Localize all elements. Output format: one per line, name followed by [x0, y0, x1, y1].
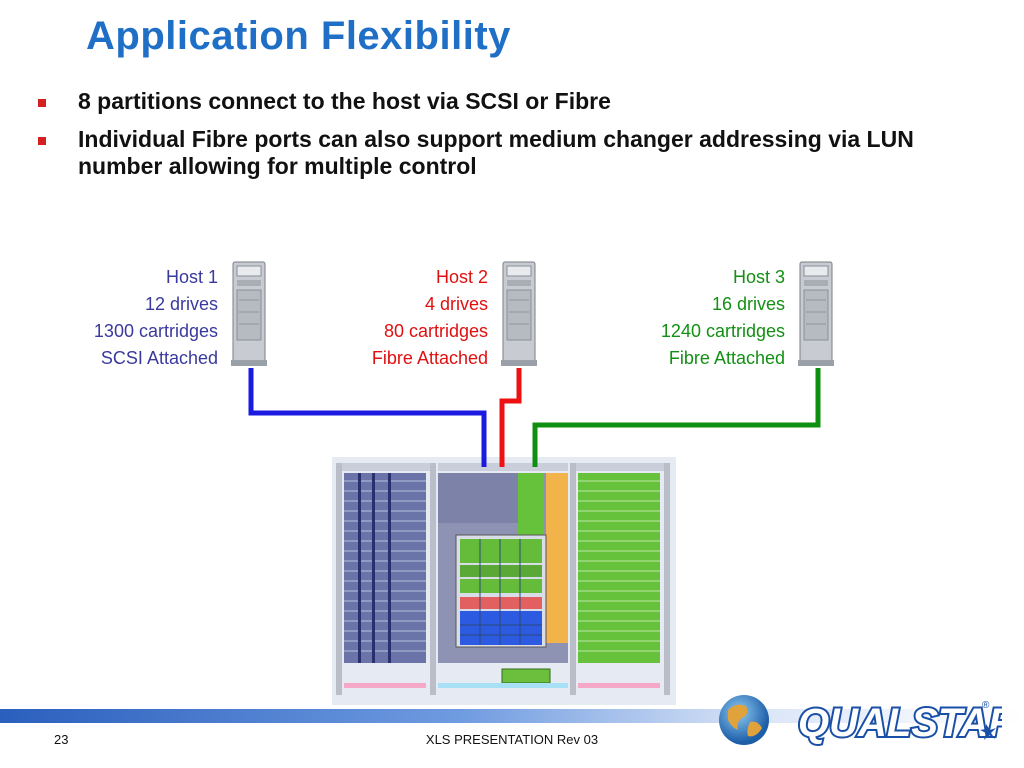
page-number: 23	[54, 732, 69, 747]
host-cartridges: 80 cartridges	[383, 321, 488, 341]
bullet-marker-icon	[38, 137, 46, 145]
server-icon	[798, 261, 834, 366]
host-drives: 16 drives	[711, 294, 785, 314]
host-3-label: Host 3 16 drives 1240 cartridges Fibre A…	[661, 264, 785, 372]
host-name: Host 3	[732, 267, 785, 287]
logo-text: QUALSTAR	[798, 701, 1002, 745]
host-name: Host 1	[165, 267, 218, 287]
host-drives: 12 drives	[144, 294, 218, 314]
host-attach: Fibre Attached	[668, 348, 785, 368]
host-1-cable	[248, 368, 487, 467]
tape-library-image	[332, 457, 676, 705]
qualstar-logo: QUALSTAR ®	[796, 699, 1002, 746]
host-2-cable	[499, 368, 522, 467]
bullet-item: Individual Fibre ports can also support …	[38, 126, 938, 180]
bullet-text: Individual Fibre ports can also support …	[78, 126, 914, 179]
host-cartridges: 1300 cartridges	[93, 321, 218, 341]
host-attach: SCSI Attached	[100, 348, 218, 368]
server-icon	[501, 261, 537, 366]
host-attach: Fibre Attached	[371, 348, 488, 368]
footer-text: XLS PRESENTATION Rev 03	[425, 732, 599, 747]
host-3-cable	[532, 368, 821, 467]
bullet-marker-icon	[38, 99, 46, 107]
bullet-item: 8 partitions connect to the host via SCS…	[38, 88, 938, 115]
logo-registered: ®	[982, 700, 990, 711]
globe-icon	[719, 695, 769, 745]
host-drives: 4 drives	[424, 294, 488, 314]
host-2-label: Host 2 4 drives 80 cartridges Fibre Atta…	[372, 264, 488, 372]
bullet-text: 8 partitions connect to the host via SCS…	[78, 88, 611, 114]
host-name: Host 2	[435, 267, 488, 287]
host-1-label: Host 1 12 drives 1300 cartridges SCSI At…	[94, 264, 218, 372]
server-icon	[231, 261, 267, 366]
host-cartridges: 1240 cartridges	[660, 321, 785, 341]
bullet-list: 8 partitions connect to the host via SCS…	[38, 88, 938, 191]
slide-title: Application Flexibility	[86, 14, 511, 58]
